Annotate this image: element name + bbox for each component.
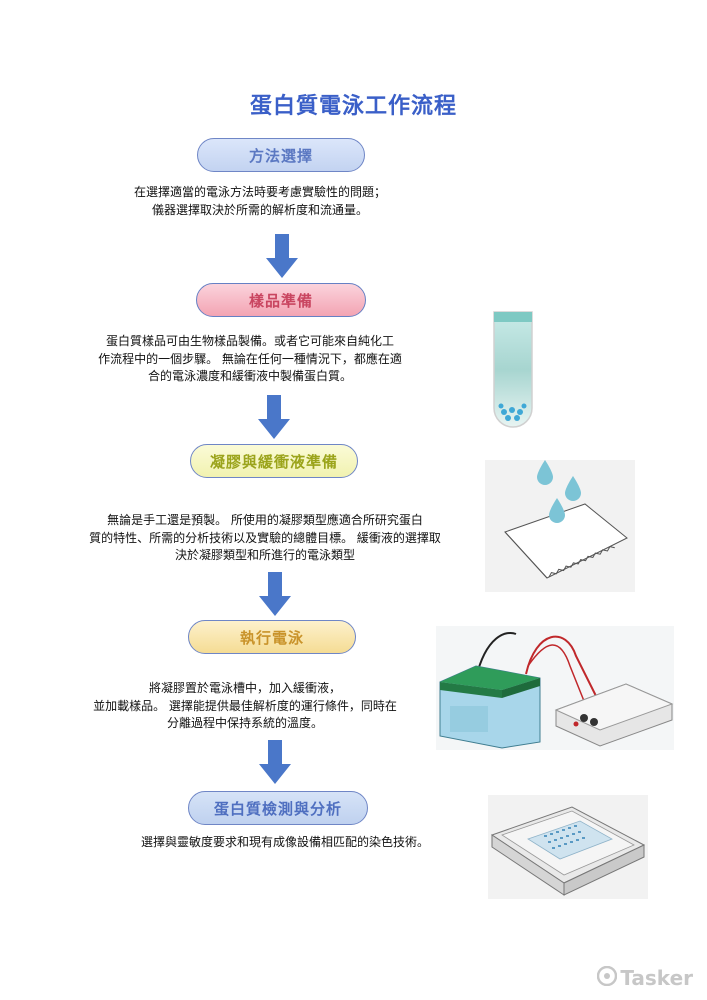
down-arrow-icon: [266, 234, 298, 278]
gel-plate-icon: [485, 460, 635, 592]
step-label: 執行電泳: [239, 628, 304, 647]
description-line: 分離過程中保持系統的溫度。: [166, 716, 323, 730]
description-line: 儀器選擇取決於所需的解析度和流通量。: [151, 202, 368, 217]
step-run-electrophoresis: 執行電泳: [188, 620, 356, 654]
description-line: 在選擇適當的電泳方法時要考慮實驗性的問題；: [133, 185, 386, 199]
description-line: 合的電泳濃度和緩衝液中製備蛋白質。: [147, 369, 352, 383]
step-label: 蛋白質檢測與分析: [213, 799, 342, 818]
page-title: 蛋白質電泳工作流程: [249, 94, 457, 119]
description-line: 質的特性、所需的分析技術以及實驗的總體目標。 緩衝液的選擇取: [89, 530, 441, 545]
step-description: 在選擇適當的電泳方法時要考慮實驗性的問題； 儀器選擇取決於所需的解析度和流通量。: [100, 184, 420, 219]
watermark: Tasker: [620, 966, 693, 990]
staining-tray-icon: [488, 795, 648, 899]
description-line: 選擇與靈敏度要求和現有成像設備相匹配的染色技術。: [140, 835, 429, 849]
step-description: 將凝膠置於電泳槽中，加入緩衝液， 並加載樣品。 選擇能提供最佳解析度的運行條件，…: [60, 680, 430, 733]
description-line: 蛋白質樣品可由生物樣品製備。或者它可能來自純化工: [105, 334, 394, 348]
description-line: 作流程中的一個步驟。 無論在任何一種情況下，都應在適: [98, 351, 402, 366]
description-line: 將凝膠置於電泳槽中，加入緩衝液，: [148, 681, 341, 695]
step-protein-detection-analysis: 蛋白質檢測與分析: [188, 791, 368, 825]
electrophoresis-apparatus-icon: [436, 626, 674, 750]
step-description: 無論是手工還是預製。 所使用的凝膠類型應適合所研究蛋白 質的特性、所需的分析技術…: [55, 512, 475, 565]
step-description: 蛋白質樣品可由生物樣品製備。或者它可能來自純化工 作流程中的一個步驟。 無論在任…: [60, 333, 440, 386]
step-sample-preparation: 樣品準備: [196, 283, 366, 317]
step-label: 方法選擇: [248, 146, 313, 165]
step-method-selection: 方法選擇: [197, 138, 365, 172]
step-label: 樣品準備: [248, 291, 313, 310]
down-arrow-icon: [258, 395, 290, 439]
description-line: 無論是手工還是預製。 所使用的凝膠類型應適合所研究蛋白: [107, 513, 423, 527]
step-description: 選擇與靈敏度要求和現有成像設備相匹配的染色技術。: [100, 834, 470, 852]
tasker-logo-icon: [597, 966, 617, 986]
down-arrow-icon: [259, 740, 291, 784]
test-tube-icon: [493, 311, 533, 428]
description-line: 決於凝膠類型和所進行的電泳類型: [174, 548, 355, 562]
step-label: 凝膠與緩衝液準備: [209, 452, 338, 471]
description-line: 並加載樣品。 選擇能提供最佳解析度的運行條件，同時在: [93, 698, 397, 713]
step-gel-buffer-preparation: 凝膠與緩衝液準備: [190, 444, 358, 478]
down-arrow-icon: [259, 572, 291, 616]
